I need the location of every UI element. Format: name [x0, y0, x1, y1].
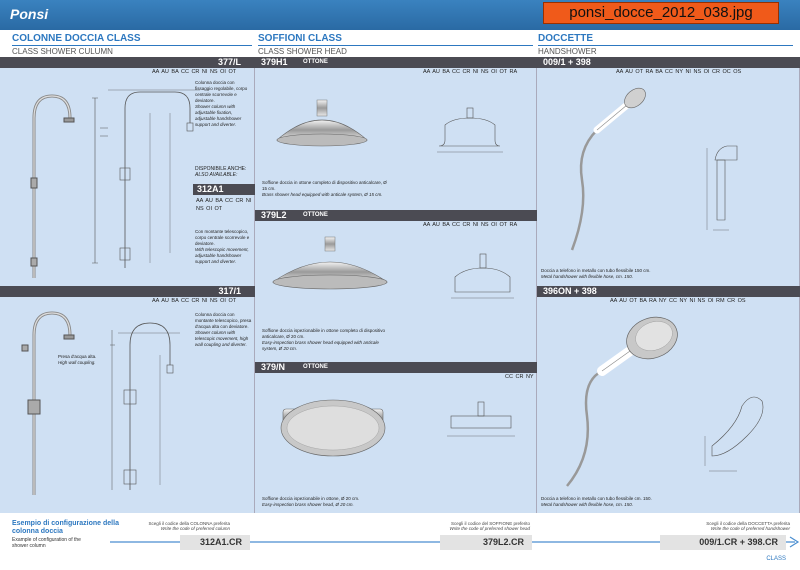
section-header-shower-heads: SOFFIONI CLASS CLASS SHOWER HEAD [258, 33, 533, 56]
description-it: Soffione doccia ispezionabile in ottone … [262, 328, 385, 339]
note-en: Write the code of preferred handshower [710, 526, 790, 531]
note-en: High wall coupling. [58, 360, 96, 365]
product-code: 396ON + 398 [543, 286, 597, 296]
footer-note-shower-head: Scegli il codice del SOFFIONE preferito … [400, 521, 530, 531]
material-label: OTTONE [303, 212, 328, 218]
footer-note-handshower: Scegli il codice della DOCCETTA preferit… [660, 521, 790, 531]
note-it: Presa d'acqua alta. [58, 354, 97, 359]
product-bar-377L: 377/L [0, 57, 255, 68]
description-it: Con montante telescopico, corpo centrale… [195, 229, 250, 246]
section-header-handshowers: DOCCETTE HANDSHOWER [538, 33, 793, 56]
wall-coupling-note: Presa d'acqua alta. High wall coupling. [58, 354, 108, 366]
shower-head-379N-drawing [280, 399, 515, 457]
finish-codes: AA AU BA CC CR NI NS OI OT RA [423, 222, 518, 228]
available-en: ALSO AVAILABLE: [195, 172, 238, 178]
product-description: Doccia a telefono in metallo con tubo fl… [541, 268, 681, 280]
material-label: OTTONE [303, 59, 328, 65]
description-en: Metal handshower with flexible hose, cm.… [541, 502, 634, 507]
section-title: DOCCETTE [538, 33, 593, 44]
shower-head-379H1-drawing [276, 99, 503, 153]
product-bar-379H1: 379H1 OTTONE [255, 57, 537, 68]
product-code: 379/N [261, 362, 286, 372]
alt-finish-codes: AA AU BA CC CR NI NS OI OT [196, 198, 252, 212]
footer-note-column: Scegli il codice della COLONNA preferita… [130, 521, 230, 531]
finish-codes: AA AU OT BA RA NY CC NY NI NS OI RM CR O… [610, 298, 746, 304]
finish-codes: CC CR NY [505, 374, 534, 380]
available-it: DISPONIBILE ANCHE: [195, 166, 247, 172]
product-bar-379N: 379/N OTTONE [255, 362, 537, 373]
section-title: SOFFIONI CLASS [258, 33, 342, 44]
description-it: Colonna doccia con montante telescopico,… [195, 312, 252, 329]
description-en: Easy-inspection brass shower head, Ø 20 … [262, 502, 354, 507]
description-en: With telescopic movement, adjustable han… [195, 247, 249, 264]
product-code: 317/1 [218, 286, 241, 296]
product-code: 377/L [217, 57, 241, 67]
description-it: Doccia a telefono in metallo con tubo fl… [541, 496, 652, 501]
footer-code-shower-head: 379L2.CR [440, 535, 532, 550]
footer-title: Esempio di configurazione della colonna … [12, 520, 119, 535]
note-en: Write the code of preferred shower head [449, 526, 530, 531]
handshower-009-drawing [570, 87, 738, 251]
section-title: COLONNE DOCCIA CLASS [12, 33, 141, 44]
top-banner: Ponsi ponsi_docce_2012_038.jpg [0, 0, 800, 30]
description-it: Colonna doccia con fissaggio regolabile,… [195, 80, 248, 103]
product-bar-317-1: 317/1 [0, 286, 255, 297]
finish-codes: AA AU BA CC CR NI NS OI OT [152, 298, 237, 304]
product-description: Colonna doccia con montante telescopico,… [195, 312, 253, 348]
product-code: 379H1 [261, 57, 288, 67]
columns-panel [0, 57, 255, 513]
section-header-columns: COLONNE DOCCIA CLASS CLASS SHOWER CULUMN [12, 33, 252, 56]
footer-subtitle: Example of configuration of the shower c… [12, 537, 81, 549]
description-en: Shower column with adjustable fixation, … [195, 104, 242, 127]
footer-code-column: 312A1.CR [180, 535, 250, 550]
description-en: Brass shower head equipped with anticale… [262, 192, 383, 197]
description-en: Easy-inspection brass shower head equipp… [262, 340, 379, 351]
note-it: Scegli il codice del SOFFIONE preferito [450, 521, 530, 526]
finish-codes: AA AU OT RA BA CC NY NI NS OI CR OC OS [616, 69, 742, 75]
alt-product-bar: 312A1 [193, 184, 255, 195]
product-description: Doccia a telefono in metallo con tubo fl… [541, 496, 681, 508]
handshowers-panel [537, 57, 800, 513]
column-377L-drawing [30, 89, 200, 278]
also-available: DISPONIBILE ANCHE: ALSO AVAILABLE: [195, 166, 246, 178]
product-bar-396ON: 396ON + 398 [537, 286, 800, 297]
note-it: Scegli il codice della COLONNA preferita [148, 521, 230, 526]
handshower-396ON-drawing [566, 316, 764, 487]
description-en: Shower column with telescopic movement, … [195, 330, 249, 347]
description-en: Metal handshower with flexible hose, cm.… [541, 274, 634, 279]
description-it: Soffione doccia in ottone completo di di… [262, 180, 387, 191]
note-it: Scegli il codice della DOCCETTA preferit… [706, 521, 790, 526]
description-it: Soffione doccia ispezionabile in ottone,… [262, 496, 360, 501]
finish-codes: AA AU BA CC CR NI NS OI OT [152, 69, 237, 75]
product-description: Colonna doccia con fissaggio regolabile,… [195, 80, 253, 128]
product-code: 009/1 + 398 [543, 57, 591, 67]
footer-code-handshower: 009/1.CR + 398.CR [660, 535, 786, 550]
brand-title: Ponsi [10, 6, 49, 22]
section-subtitle: HANDSHOWER [538, 45, 793, 56]
note-en: Write the code of preferred column [160, 526, 230, 531]
description-it: Doccia a telefono in metallo con tubo fl… [541, 268, 651, 273]
filename-label: ponsi_docce_2012_038.jpg [543, 2, 779, 24]
class-label: CLASS [766, 556, 786, 562]
shower-head-379L2-drawing [272, 236, 514, 299]
product-bar-379L2: 379L2 OTTONE [255, 210, 537, 221]
product-description: Soffione doccia ispezionabile in ottone,… [262, 496, 392, 508]
material-label: OTTONE [303, 364, 328, 370]
product-code: 379L2 [261, 210, 287, 220]
alt-product-description: Con montante telescopico, corpo centrale… [195, 229, 253, 265]
product-bar-009-1: 009/1 + 398 [537, 57, 800, 68]
section-subtitle: CLASS SHOWER HEAD [258, 45, 533, 56]
product-description: Soffione doccia in ottone completo di di… [262, 180, 392, 198]
product-description: Soffione doccia ispezionabile in ottone … [262, 328, 392, 352]
finish-codes: AA AU BA CC CR NI NS OI OT RA [423, 69, 518, 75]
section-subtitle: CLASS SHOWER CULUMN [12, 45, 252, 56]
column-317-1-drawing [21, 311, 180, 495]
